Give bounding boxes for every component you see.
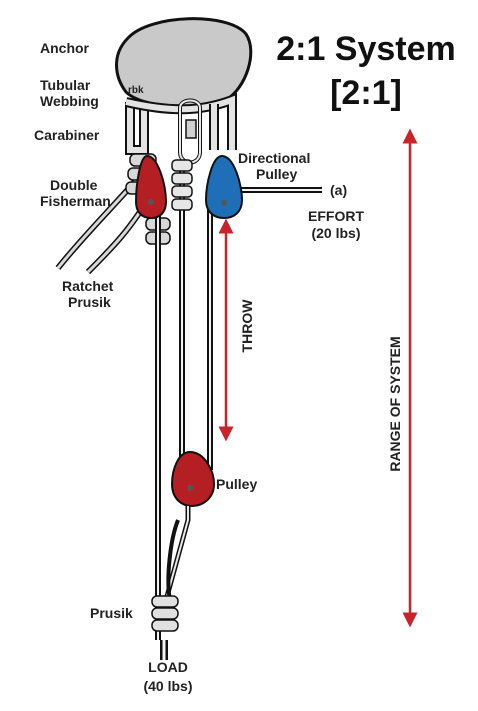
label-ratchet-prusik-2: Prusik [68, 294, 111, 310]
title-line-2: [2:1] [330, 74, 402, 112]
label-load-1: LOAD [148, 659, 188, 675]
figure-eight-knot [171, 159, 193, 211]
label-effort-1: EFFORT [308, 208, 364, 224]
prusik-knot [151, 595, 179, 632]
label-tubular-webbing-1: Tubular [40, 77, 91, 93]
label-double-fisherman-1: Double [50, 177, 98, 193]
label-ratchet-prusik-1: Ratchet [62, 278, 114, 294]
pulley-carabiner [163, 506, 191, 601]
label-range-of-system: RANGE OF SYSTEM [387, 336, 403, 471]
ratchet-pulley [134, 154, 168, 220]
label-rope-end: (a) [330, 182, 347, 198]
label-double-fisherman-2: Fisherman [40, 193, 111, 209]
label-prusik: Prusik [90, 605, 133, 621]
label-throw: THROW [239, 299, 255, 353]
label-directional-pulley-1: Directional [238, 150, 310, 166]
label-tubular-webbing-2: Webbing [40, 93, 99, 109]
directional-pulley [204, 154, 244, 220]
label-load-2: (40 lbs) [143, 678, 192, 694]
rope-system [155, 160, 322, 660]
title-line-1: 2:1 System [276, 30, 456, 68]
ratchet-prusik [55, 153, 171, 275]
label-directional-pulley-2: Pulley [256, 166, 297, 182]
anchor-carabiner [178, 98, 202, 165]
label-effort-2: (20 lbs) [311, 225, 360, 241]
label-anchor: Anchor [40, 40, 90, 56]
tubular-webbing [124, 92, 237, 155]
label-carabiner: Carabiner [34, 127, 100, 143]
label-pulley: Pulley [216, 476, 257, 492]
moving-pulley [170, 450, 216, 508]
label-rbk: rbk [128, 85, 144, 96]
